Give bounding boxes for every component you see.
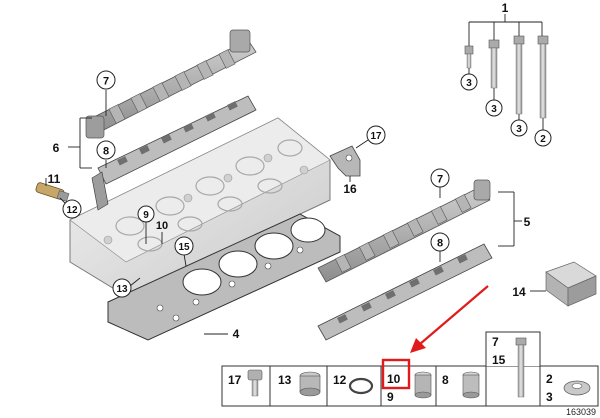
strip-number-15: 15 [492,353,506,367]
callout-14: 14 [512,285,526,299]
strip-number-9: 9 [387,390,394,404]
bearing-ladder-left [91,171,109,211]
strip-number-3: 3 [546,390,553,404]
bolt-short-icon [247,369,263,381]
callout-label: 13 [116,284,128,295]
strip-number-10: 10 [387,372,401,386]
callout-6: 6 [53,141,60,155]
callout-10: 10 [156,220,168,232]
callout-4: 4 [233,327,240,341]
leader-lines [45,14,546,335]
callout-2: 2 [534,129,552,147]
callout-label: 3 [466,78,472,89]
callout-label: 7 [437,174,443,186]
callout-11: 11 [48,172,61,186]
strip-number-13: 13 [278,373,292,387]
parts-kit-box [545,261,597,307]
figure-number: 163039 [566,407,596,417]
bearing-ladder-right [317,243,493,341]
strip-number-7: 7 [492,335,499,349]
callout-7-upper: 7 [96,70,116,90]
callout-label: 17 [370,131,382,142]
callout-label: 2 [540,134,546,145]
callout-label: 7 [103,76,109,88]
bracket-part [329,145,361,177]
callout-13: 13 [112,278,132,298]
callout-3-b: 3 [485,99,503,117]
callout-7-right: 7 [430,168,450,188]
callout-3-a: 3 [460,73,478,91]
head-gasket [107,213,341,341]
callout-9: 9 [137,205,155,223]
callout-16: 16 [343,182,357,196]
callout-label: 3 [491,104,497,115]
o-ring-icon [348,377,374,395]
callout-label: 9 [143,210,149,221]
exhaust-camshaft-right [317,179,491,283]
callout-1: 1 [502,1,509,15]
callout-label: 12 [66,205,78,216]
callout-17: 17 [366,125,386,145]
callout-3-c: 3 [510,119,528,137]
intake-camshaft-upper [85,29,257,139]
highlight-box [381,358,411,390]
sensor-part [35,182,70,202]
strip-number-8: 8 [442,373,449,387]
long-bolt-icon [515,337,527,346]
highlight-arrow [410,285,489,353]
callout-label: 8 [437,238,443,250]
head-bolts [464,35,549,119]
callout-label: 15 [178,242,190,253]
callout-8-upper: 8 [96,140,116,160]
strip-number-2: 2 [546,372,553,386]
strip-number-12: 12 [333,373,347,387]
callout-12: 12 [62,199,82,219]
strip-number-17: 17 [228,373,242,387]
bearing-ladder-upper [97,95,257,185]
callout-5: 5 [524,215,531,229]
callout-8-right: 8 [430,232,450,252]
callout-label: 3 [516,124,522,135]
cylinder-head [69,117,331,297]
callout-label: 8 [103,146,109,158]
parts-strip: 17 13 12 10 9 8 7 15 2 3 [221,331,599,407]
callout-15: 15 [174,236,194,256]
